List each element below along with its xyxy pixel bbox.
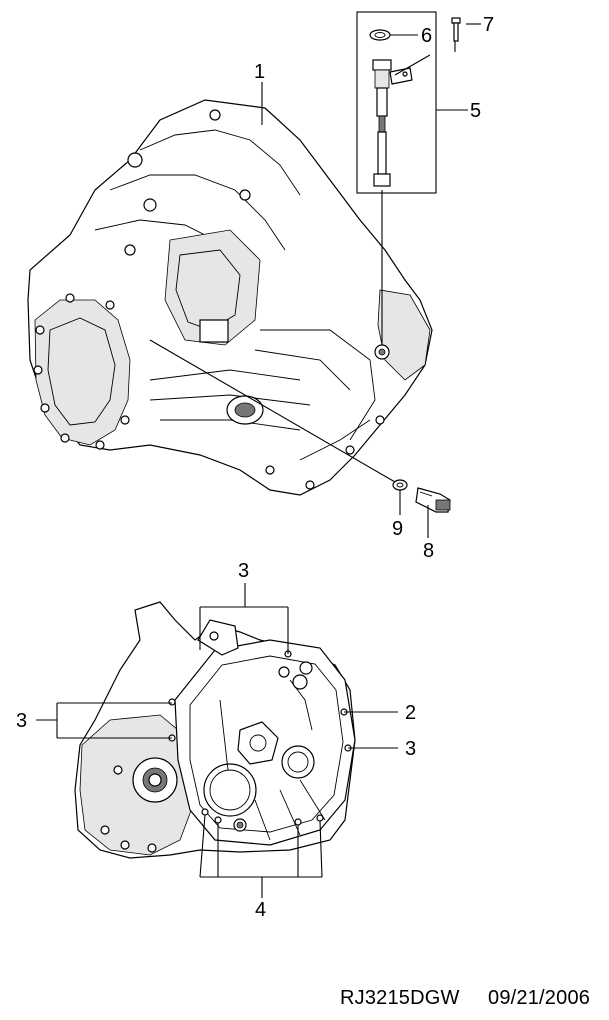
- callout-1: 1: [254, 61, 265, 83]
- callout-8: 8: [423, 540, 434, 562]
- callout-6: 6: [421, 25, 432, 47]
- callout-7: 7: [483, 14, 494, 36]
- callout-3-right: 3: [405, 738, 416, 760]
- callout-9: 9: [392, 518, 403, 540]
- callout-labels: 1 6 7 5 9 8 3 3 2 3 4: [16, 14, 494, 921]
- speed-sensor-assembly: [392, 479, 451, 513]
- transaxle-assembly: [27, 99, 433, 496]
- lower-leader-lines: [36, 583, 398, 898]
- callout-2: 2: [405, 702, 416, 724]
- callout-3-top: 3: [238, 560, 249, 582]
- clutch-housing-assembly: [74, 601, 356, 859]
- speedometer-gear-kit: [356, 11, 461, 194]
- callout-5: 5: [470, 100, 481, 122]
- drawing-code: RJ3215DGW: [340, 987, 460, 1009]
- cover-bolts: [33, 293, 130, 450]
- drawing-date: 09/21/2006: [488, 987, 590, 1009]
- callout-3-left: 3: [16, 710, 27, 732]
- callout-4: 4: [255, 899, 266, 921]
- upper-leader-lines: [149, 23, 481, 538]
